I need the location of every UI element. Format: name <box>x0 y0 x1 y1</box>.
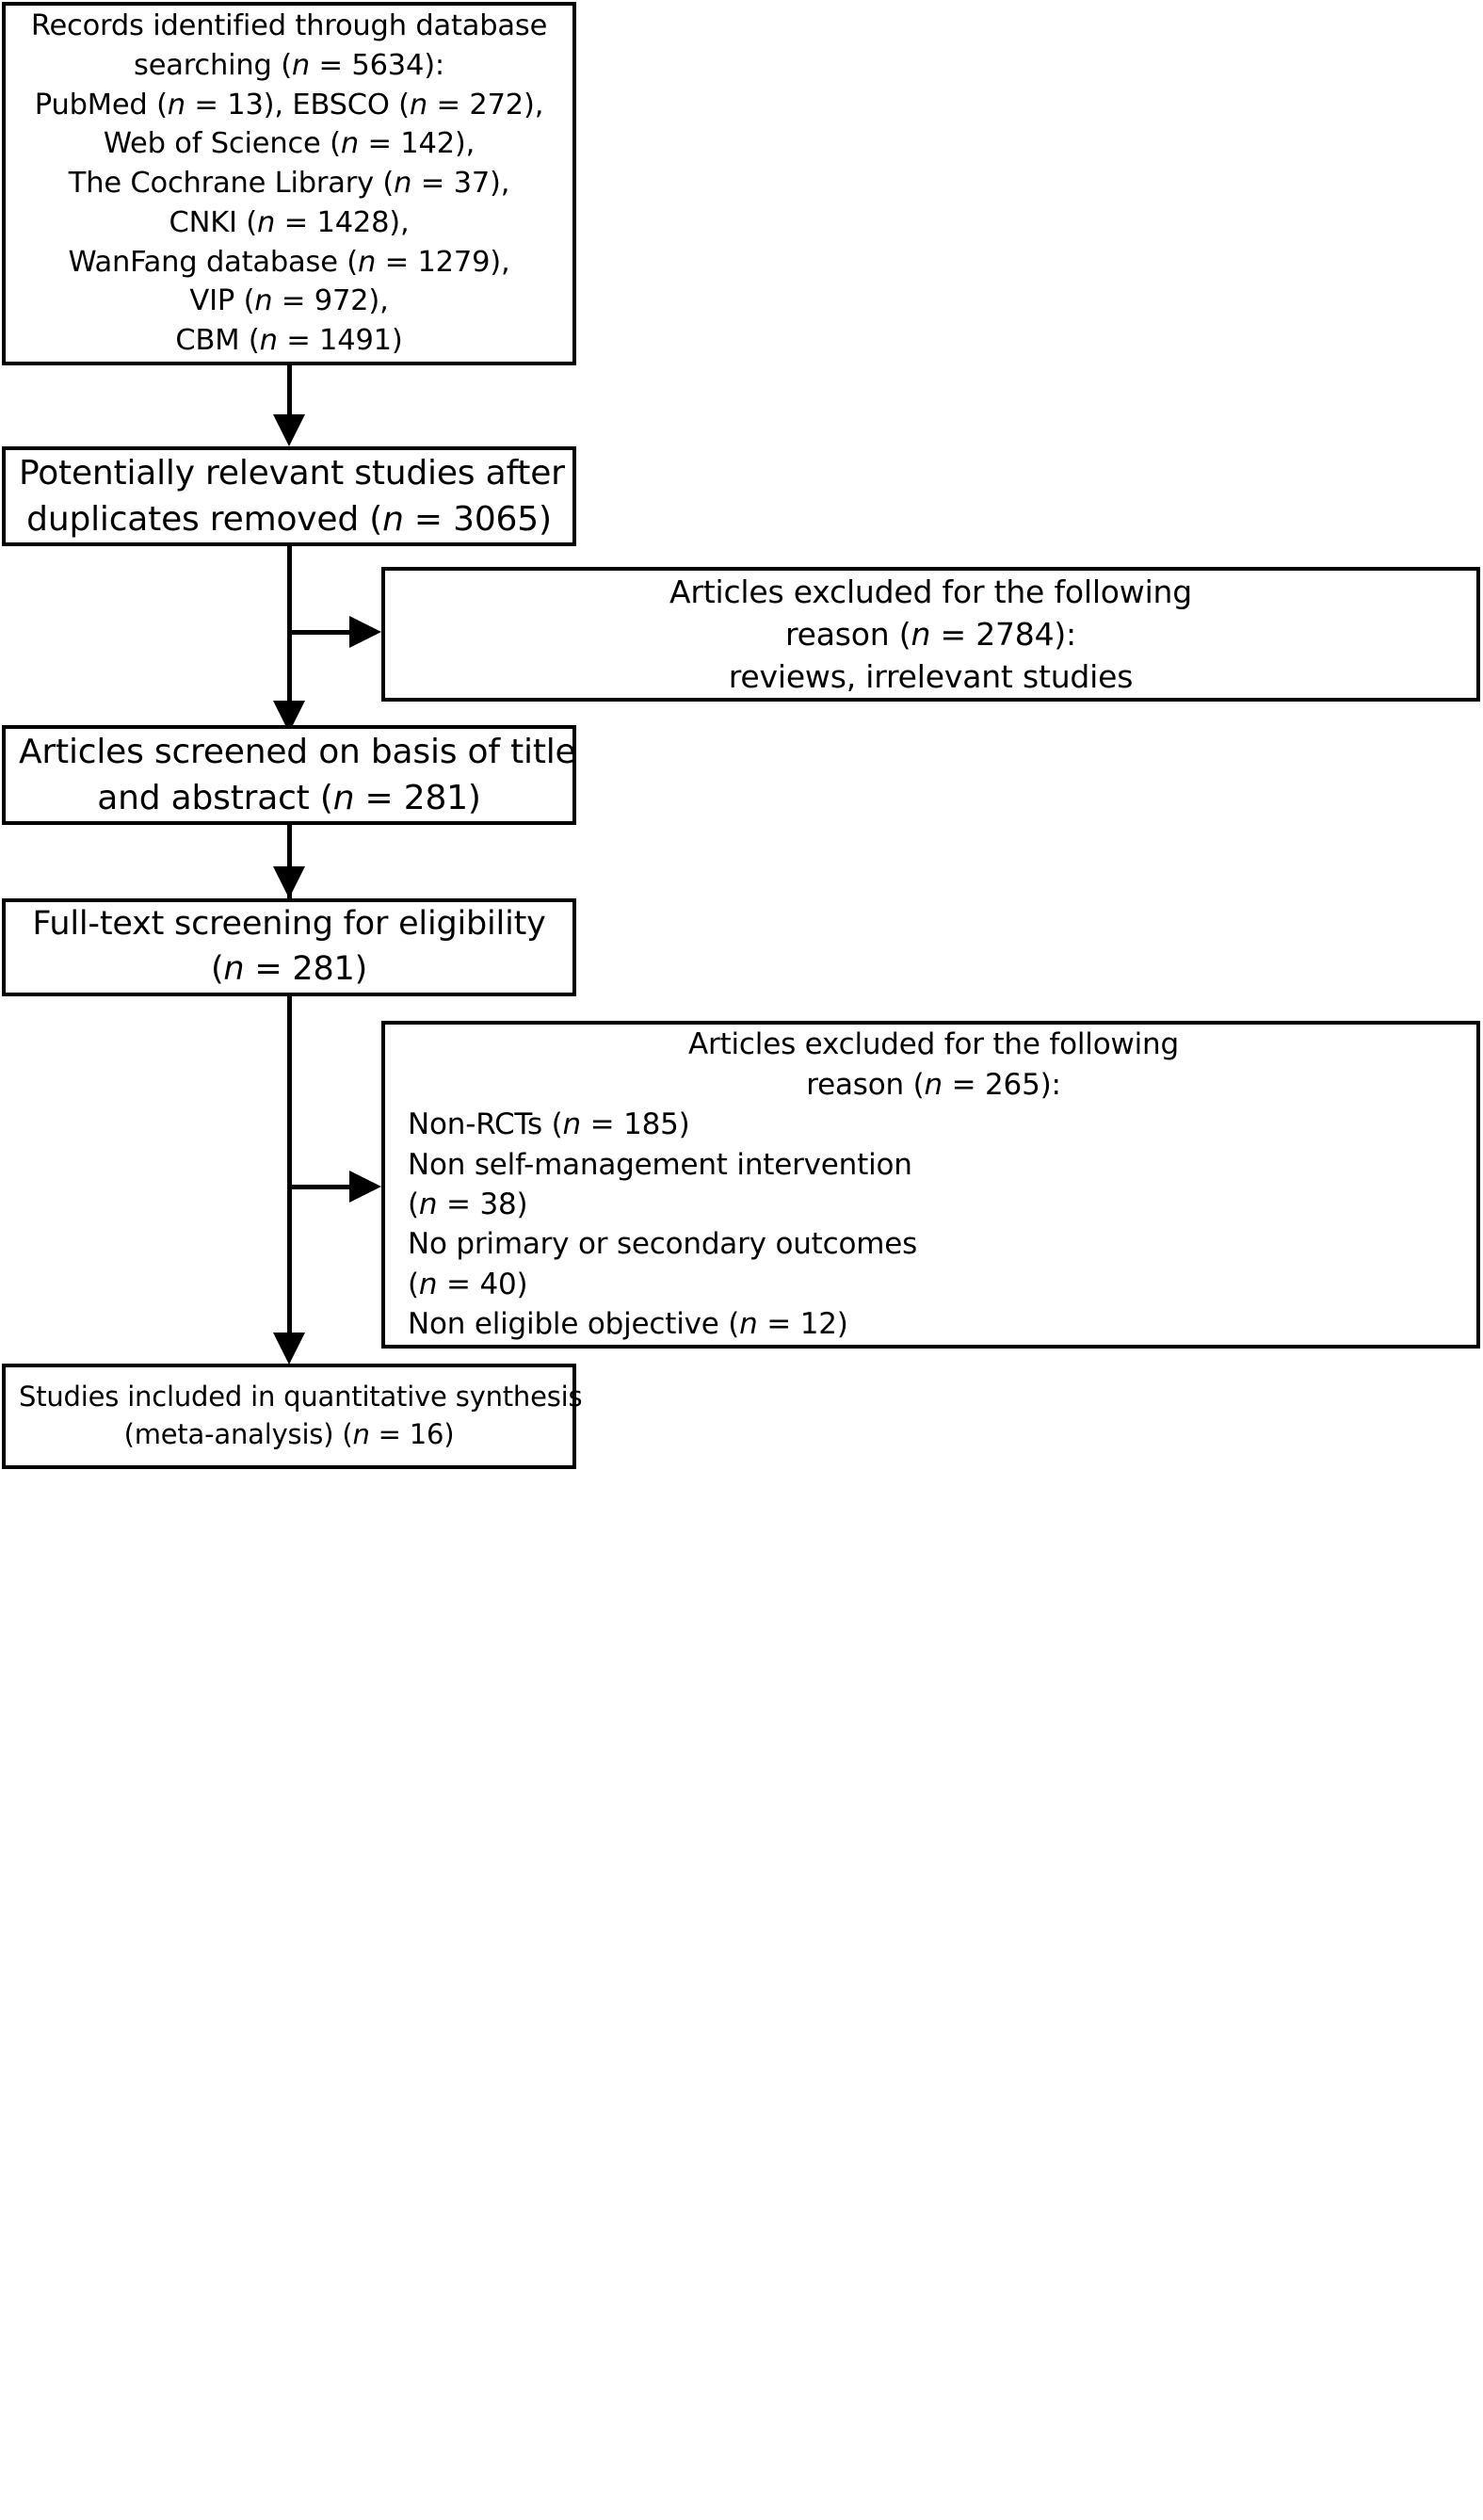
box-line: (n = 38) <box>408 1187 528 1221</box>
box-line: Articles excluded for the following <box>669 573 1192 610</box>
box-line: duplicates removed (n = 3065) <box>26 500 552 539</box>
connector-screened-to-fulltext <box>287 825 292 898</box>
connector-fulltext-to-excluded-eligibility <box>287 1185 353 1189</box>
box-line: Records identified through database <box>30 8 548 42</box>
box-line: CBM (n = 1491) <box>175 324 403 358</box>
potentially-relevant-studies-box: Potentially relevant studies after dupli… <box>2 446 576 546</box>
box-line: Non-RCTs (n = 185) <box>408 1107 690 1142</box>
studies-included-box: Studies included in quantitative synthes… <box>2 1364 583 1469</box>
connector-identification-to-duplicates <box>287 365 292 429</box>
box-line: Articles screened on basis of title <box>19 732 576 771</box>
connector-screened-to-fulltext-arrowhead <box>273 866 305 898</box>
box-line: Non self-management intervention <box>408 1147 912 1182</box>
records-identified-box: Records identified through database sear… <box>2 2 576 365</box>
box-line: Non eligible objective (n = 12) <box>408 1307 848 1342</box>
box-line: Full-text screening for eligibility <box>32 905 546 944</box>
box-line: No primary or secondary outcomes <box>408 1227 918 1262</box>
box-line: Studies included in quantitative synthes… <box>19 1381 583 1413</box>
box-line: (meta-analysis) (n = 16) <box>123 1418 455 1450</box>
box-line: VIP (n = 972), <box>189 284 389 318</box>
connector-duplicates-to-excluded-screening <box>287 630 353 635</box>
connector-duplicates-to-excluded-screening-arrowhead <box>349 616 381 648</box>
connector-fulltext-to-included <box>287 996 292 1337</box>
box-line: Potentially relevant studies after <box>19 453 565 493</box>
box-line: WanFang database (n = 1279), <box>68 245 510 279</box>
box-line: The Cochrane Library (n = 37), <box>68 167 510 201</box>
box-line: PubMed (n = 13), EBSCO (n = 272), <box>34 88 544 121</box>
box-line: (n = 40) <box>408 1267 528 1301</box>
connector-identification-to-duplicates-arrowhead <box>273 414 305 446</box>
box-line: searching (n = 5634): <box>134 48 444 82</box>
box-line: reviews, irrelevant studies <box>728 658 1134 696</box>
connector-duplicates-to-screened <box>287 546 292 704</box>
articles-excluded-screening-box: Articles excluded for the following reas… <box>381 567 1480 702</box>
box-line: and abstract (n = 281) <box>97 779 481 817</box>
articles-excluded-eligibility-box: Articles excluded for the following reas… <box>381 1021 1480 1349</box>
connector-fulltext-to-excluded-eligibility-arrowhead <box>349 1171 381 1203</box>
box-line: (n = 281) <box>210 950 368 988</box>
box-line: reason (n = 2784): <box>785 615 1076 653</box>
articles-screened-box: Articles screened on basis of title and … <box>2 725 576 825</box>
connector-fulltext-to-included-arrowhead <box>273 1333 305 1365</box>
box-line: reason (n = 265): <box>806 1067 1061 1102</box>
full-text-screening-box: Full-text screening for eligibility (n =… <box>2 898 576 996</box>
box-line: Web of Science (n = 142), <box>103 127 476 161</box>
box-line: CNKI (n = 1428), <box>169 205 410 239</box>
box-line: Articles excluded for the following <box>688 1027 1179 1062</box>
